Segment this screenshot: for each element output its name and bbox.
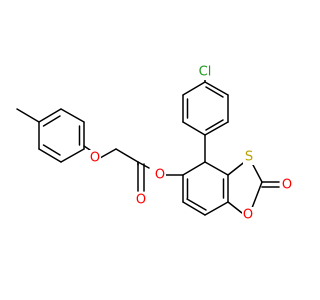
oxygen-atom-ester: O — [154, 167, 166, 183]
bond — [205, 86, 224, 98]
bond — [60, 148, 85, 163]
oxygen-atom-ether: O — [89, 150, 101, 166]
bond — [204, 161, 229, 176]
oxygen-atom-ring: O — [242, 207, 254, 223]
bond — [227, 201, 243, 214]
sulfur-atom: S — [243, 149, 255, 165]
bonds — [16, 79, 280, 216]
atom-labels: Cl S O O O O O — [89, 64, 293, 223]
bond — [182, 161, 206, 176]
oxygen-atom-carbonyl-ring: O — [281, 177, 293, 193]
oxygen-label: O — [90, 151, 100, 166]
bond — [60, 108, 85, 123]
bond — [42, 144, 61, 156]
bond — [182, 201, 206, 216]
bond — [251, 162, 263, 183]
oxygen-atom-ester-carbonyl: O — [135, 192, 147, 208]
bond — [83, 145, 91, 151]
bond — [16, 108, 40, 123]
molecule-diagram: Cl S O O O O O — [16, 64, 293, 223]
bond — [204, 121, 229, 136]
oxygen-label: O — [243, 208, 253, 223]
bond — [115, 148, 139, 163]
oxygen-label: O — [155, 168, 165, 183]
structure-drawing: Cl S O O O O O — [16, 64, 293, 223]
bond — [38, 148, 62, 163]
oxygen-label: O — [282, 178, 292, 193]
bond — [204, 201, 229, 216]
bond — [182, 81, 206, 96]
bond — [186, 198, 207, 211]
chlorine-atom: Cl — [196, 64, 214, 80]
bond — [251, 181, 263, 209]
chlorine-label: Cl — [199, 65, 212, 80]
bond — [182, 121, 206, 136]
bond — [204, 81, 229, 96]
sulfur-label: S — [245, 150, 253, 165]
bond — [42, 115, 61, 127]
oxygen-label: O — [136, 193, 146, 208]
bond — [205, 119, 224, 131]
bond — [38, 108, 62, 123]
bond — [99, 148, 117, 159]
